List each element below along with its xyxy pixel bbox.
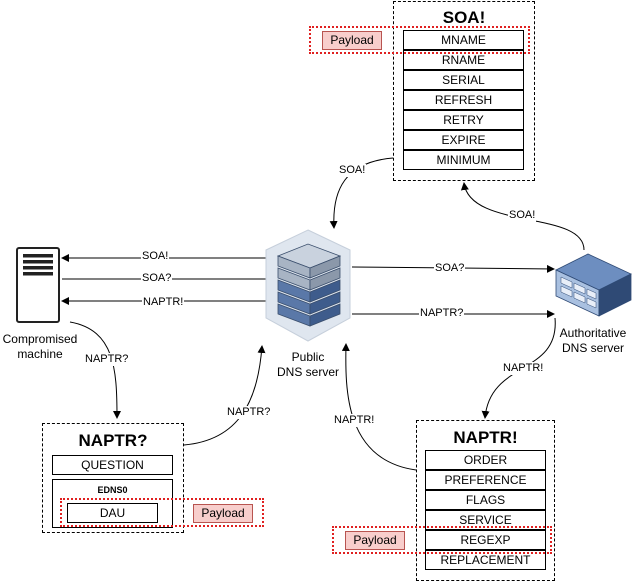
soa-field-retry: RETRY (403, 110, 524, 130)
soa-field-serial: SERIAL (403, 70, 524, 90)
edge-label-naptr-to-public: NAPTR? (226, 406, 272, 419)
naptr-field-flags: FLAGS (425, 490, 546, 510)
server-rack-icon (265, 229, 351, 342)
edge-label-naptr-from-client: NAPTR? (84, 353, 130, 366)
edge-label-naptr-from-auth: NAPTR! (502, 362, 545, 375)
edge-label-soa-query: SOA? (141, 272, 173, 285)
naptr-query-payload-highlight (60, 498, 264, 527)
edge-naptr-to-public (183, 345, 266, 446)
naptr-field-regexp: REGEXP (425, 530, 546, 550)
edge-label-soa-query-auth: SOA? (434, 262, 466, 275)
edge-label-naptr-answer-to-public: NAPTR! (333, 414, 376, 427)
soa-box-title: SOA! (442, 8, 486, 27)
computer-tower-icon (16, 247, 60, 323)
public-dns-label: Public DNS server (276, 350, 339, 379)
naptr-field-replacement: REPLACEMENT (425, 550, 546, 570)
edge-label-soa-from-auth: SOA! (508, 209, 537, 222)
edge-label-naptr-answer: NAPTR! (142, 296, 185, 309)
edge-label-soa-to-public: SOA! (338, 164, 367, 177)
naptr-answer-box-title: NAPTR! (453, 428, 518, 447)
edge-soa-to-public (329, 157, 394, 229)
naptr-answer-payload-highlight (332, 526, 552, 554)
server-block-icon (555, 253, 632, 317)
soa-field-refresh: REFRESH (403, 90, 524, 110)
soa-field-mname: MNAME (403, 30, 524, 50)
edns0-label: EDNS0 (97, 485, 128, 495)
naptr-field-order: ORDER (425, 450, 546, 470)
edns0-field-dau: DAU (67, 503, 158, 523)
naptr-field-question: QUESTION (52, 455, 173, 475)
naptr-query-box-title: NAPTR? (78, 431, 148, 450)
naptr-query-payload-tag: Payload (193, 504, 253, 523)
soa-payload-highlight (309, 26, 530, 54)
soa-field-expire: EXPIRE (403, 130, 524, 150)
edge-label-soa-answer: SOA! (141, 250, 170, 263)
authoritative-dns-label: Authoritative DNS server (559, 326, 627, 355)
edge-naptr-answer-to-public (341, 343, 417, 471)
edge-label-naptr-query-auth: NAPTR? (419, 307, 465, 320)
naptr-field-service: SERVICE (425, 510, 546, 530)
soa-field-rname: RNAME (403, 50, 524, 70)
soa-payload-tag: Payload (322, 31, 382, 50)
naptr-answer-payload-tag: Payload (345, 531, 405, 550)
naptr-field-preference: PREFERENCE (425, 470, 546, 490)
soa-field-minimum: MINIMUM (403, 150, 524, 170)
compromised-machine-label: Compromised machine (2, 332, 78, 361)
